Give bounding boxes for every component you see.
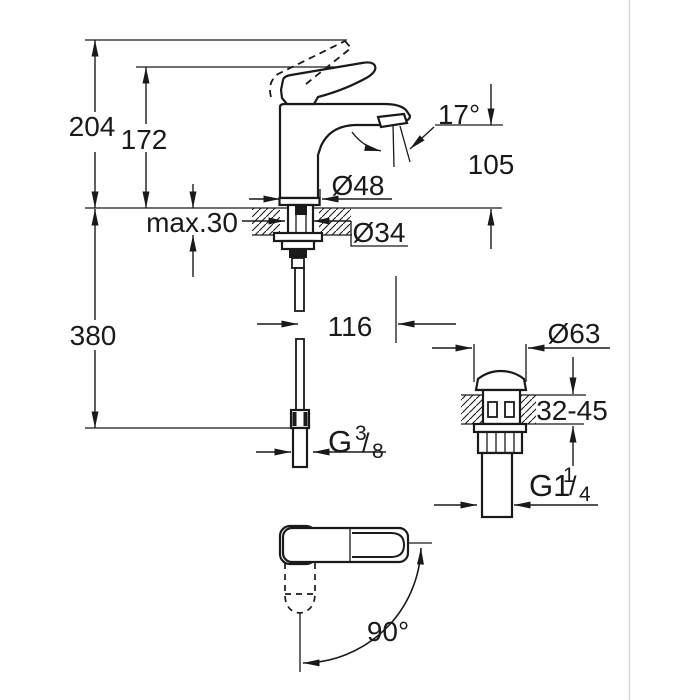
svg-text:G: G	[328, 424, 352, 459]
connector-mark-right	[303, 412, 308, 426]
dim-3245-label: 32-45	[536, 395, 608, 426]
mounting-shank-assembly	[272, 203, 324, 469]
svg-text:G1: G1	[529, 468, 570, 503]
hose-fitting-step	[291, 257, 305, 269]
svg-text:/: /	[362, 428, 370, 458]
swing-arc	[302, 547, 424, 667]
shank-thread-mark	[295, 206, 307, 215]
dim-34-label-box	[350, 221, 408, 247]
waste-cap-dome	[474, 369, 528, 392]
mounting-nut	[280, 239, 316, 251]
dim-172-label: 172	[121, 124, 168, 155]
front-view: 204 172 380 max.30 Ø48 Ø34 105 17°	[69, 39, 515, 469]
dim-48-label: Ø48	[332, 170, 385, 201]
spray-axis-vertical	[392, 123, 395, 168]
lever-raised-dashed-bottom	[305, 40, 353, 85]
svg-text:1: 1	[563, 464, 575, 487]
dim-g38-label: G 3 / 8	[328, 422, 384, 463]
supply-hose-lower	[295, 338, 305, 411]
aerator-outlet	[376, 112, 409, 129]
waste-deck-hatch-left	[461, 395, 483, 424]
dim-105-label: 105	[468, 149, 515, 180]
waste-threaded-tube	[480, 451, 514, 519]
waste-slot-left	[487, 401, 498, 418]
handle-rotated-dashed-cap	[284, 594, 316, 614]
dim-63-label: Ø63	[548, 318, 601, 349]
dim-17deg-leader	[409, 126, 435, 150]
svg-text:8: 8	[372, 440, 384, 463]
dim-max30-label: max.30	[146, 207, 238, 238]
waste-nut	[476, 430, 524, 455]
supply-hose-upper	[294, 267, 305, 312]
waste-valve-view: Ø63 32-45 G1 1 / 4	[432, 318, 610, 519]
hose-thread-end	[291, 426, 309, 469]
svg-text:4: 4	[579, 483, 591, 506]
waste-deck-hatch-right	[520, 395, 536, 424]
svg-text:/: /	[569, 471, 577, 501]
mounting-washer	[272, 231, 324, 243]
handle-top-view: 90°	[278, 524, 432, 672]
dim-380-label: 380	[70, 320, 117, 351]
svg-text:3: 3	[355, 422, 367, 445]
dim-34-label: Ø34	[353, 217, 406, 248]
faucet-lever	[279, 61, 377, 106]
dim-17deg-label: 17°	[438, 99, 480, 130]
lever-raised-dashed-top	[269, 40, 346, 98]
hose-fitting	[289, 249, 307, 258]
dim-90deg-label: 90°	[367, 616, 409, 647]
waste-slot-right	[504, 401, 515, 418]
dim-204-label: 204	[69, 111, 116, 142]
dim-g114-label: G1 1 / 4	[529, 464, 591, 506]
waste-flange	[472, 422, 528, 434]
spray-axis-tilted	[399, 125, 411, 163]
spray-angle-arc	[351, 131, 382, 152]
dim-116-label: 116	[328, 311, 373, 342]
connector-mark-left	[292, 412, 297, 426]
faucet-body-outline	[278, 102, 412, 200]
